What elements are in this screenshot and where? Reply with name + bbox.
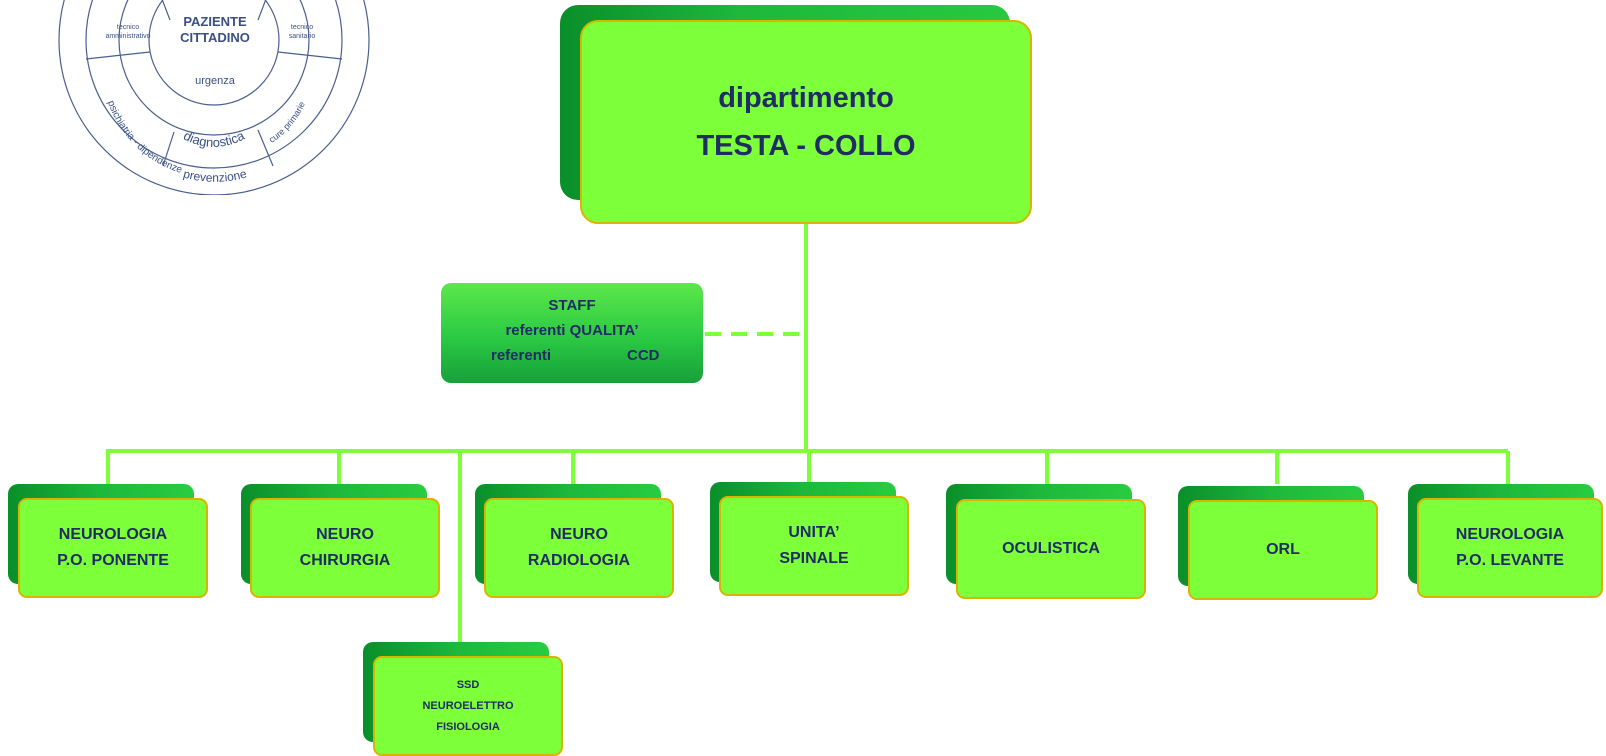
department-box: dipartimento TESTA - COLLO bbox=[580, 20, 1032, 224]
staff-line2: referenti QUALITA’ bbox=[505, 322, 639, 339]
unit-1-line2: P.O. PONENTE bbox=[57, 552, 169, 569]
unit-4-line1: UNITA’ bbox=[788, 524, 840, 541]
unit-box-7: NEUROLOGIA P.O. LEVANTE bbox=[1417, 498, 1603, 598]
ssd-line1: SSD bbox=[456, 678, 480, 691]
staff-line1: STAFF bbox=[548, 297, 596, 314]
logo-diagnostica: diagnostica bbox=[181, 127, 247, 150]
logo-urgenza: urgenza bbox=[195, 75, 236, 87]
ssd-line3: FISIOLOGIA bbox=[436, 720, 500, 733]
unit-3-line1: NEURO bbox=[550, 526, 608, 543]
unit-box-2: NEURO CHIRURGIA bbox=[250, 498, 440, 598]
logo-center-line1: PAZIENTE bbox=[183, 14, 247, 29]
unit-box-4: UNITA’ SPINALE bbox=[719, 496, 909, 596]
unit-1-line1: NEUROLOGIA bbox=[58, 526, 168, 543]
logo-right-label-1: tecnico bbox=[291, 24, 313, 31]
unit-6-line1: ORL bbox=[1266, 541, 1300, 558]
ssd-box: SSD NEUROELETTRO FISIOLOGIA bbox=[373, 656, 563, 756]
unit-5-line1: OCULISTICA bbox=[1002, 540, 1100, 557]
unit-7-line1: NEUROLOGIA bbox=[1455, 526, 1565, 543]
logo-prevenzione: prevenzione bbox=[182, 166, 249, 184]
unit-2-line1: NEURO bbox=[316, 526, 374, 543]
unit-3-line2: RADIOLOGIA bbox=[527, 552, 631, 569]
logo-cure-primarie: cure primarie bbox=[267, 100, 307, 145]
unit-box-3: NEURO RADIOLOGIA bbox=[484, 498, 674, 598]
unit-box-6: ORL bbox=[1188, 500, 1378, 600]
staff-line3-left: referenti bbox=[491, 347, 552, 364]
unit-2-line2: CHIRURGIA bbox=[299, 552, 391, 569]
unit-box-1: NEUROLOGIA P.O. PONENTE bbox=[18, 498, 208, 598]
logo-left-label-2: amministrativo bbox=[105, 33, 150, 40]
ssd-line2: NEUROELETTRO bbox=[422, 699, 514, 712]
staff-box: STAFF referenti QUALITA’ referenti CCD bbox=[441, 283, 703, 383]
unit-box-5: OCULISTICA bbox=[956, 499, 1146, 599]
logo-center-line2: CITTADINO bbox=[180, 30, 250, 45]
unit-7-line2: P.O. LEVANTE bbox=[1456, 552, 1564, 569]
unit-4-line2: SPINALE bbox=[779, 550, 849, 567]
logo-left-label-1: tecnico bbox=[117, 24, 139, 31]
department-line2: TESTA - COLLO bbox=[696, 130, 916, 162]
logo-right-label-2: sanitario bbox=[289, 33, 316, 40]
logo: PAZIENTE CITTADINO tecnico amministrativ… bbox=[58, 0, 370, 195]
department-line1: dipartimento bbox=[718, 82, 894, 114]
staff-line3-right: CCD bbox=[627, 347, 660, 364]
